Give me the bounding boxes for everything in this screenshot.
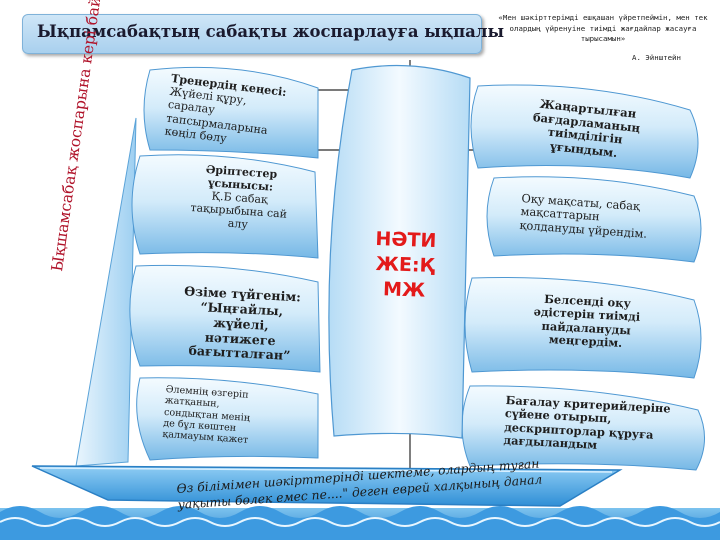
right-sails [461,84,706,471]
right-sail-2 [486,176,702,263]
left-sail-4 [136,377,319,461]
right-sail-3-text: Белсенді оқу әдістерін тиімді пайдалануд… [533,291,641,351]
left-sail-3-text: Өзіме түйгенім: “Ыңғайлы, жүйелі, нәтиже… [183,283,302,364]
left-sail-1-text: Тренердің кеңесі: Жүйелі құру, саралау т… [163,71,288,145]
left-sails [129,66,321,461]
left-sail-3 [129,264,321,373]
quote-author: А. Эйнштейн [632,53,681,62]
left-sail-2 [131,154,319,259]
right-sail-3 [464,276,702,379]
water-waves [0,506,720,540]
center-sail [328,64,471,439]
right-sail-4-text: Бағалау критерийлеріне сүйене отырып, де… [503,393,671,453]
page-title: Ықпамсабақтың сабақты жоспарлауға ықпалы [37,22,505,41]
left-sail-2-text: Әріптестер ұсынысы: Қ.Б сабақ тақырыбына… [190,162,288,231]
jib-sail [75,117,137,467]
left-sail-4-text: Әлемнің өзгеріп жатқанын, сондықтан мені… [162,384,251,447]
center-result-label: НӘТИ ЖЕ:Қ МЖ [375,227,437,302]
right-sail-4 [461,385,706,471]
ship-hull [31,465,623,507]
right-sail-1 [470,84,699,179]
title-banner: Ықпамсабақтың сабақты жоспарлауға ықпалы [22,14,504,54]
left-sail-1 [143,66,319,159]
quote-text: «Мен шәкірттерімді ешқашан үйретпеймін, … [498,13,708,44]
